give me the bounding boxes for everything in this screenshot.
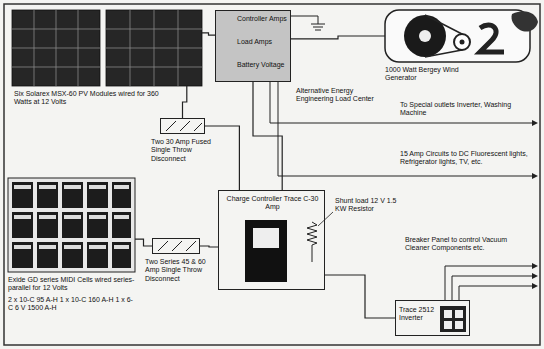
component-label: Battery Voltage <box>237 61 290 69</box>
component-label: 2 x 10-C 95 A-H 1 x 10-C 160 A-H 1 x 6-C… <box>8 296 136 313</box>
controller-panel <box>245 212 333 282</box>
wire-connector <box>183 86 187 118</box>
component-label: Alternative Energy Engineering Load Cent… <box>296 87 381 104</box>
note-label: 15 Amp Circuits to DC Fluorescent lights… <box>400 150 535 167</box>
component-label: 1000 Watt Bergey Wind Generator <box>385 66 480 83</box>
component-label: Charge Controller Trace C-30 Amp <box>223 195 322 212</box>
component-label: Controller Amps <box>237 15 290 23</box>
arrowheads <box>532 120 538 289</box>
wire-connector <box>200 246 218 247</box>
note-label: Breaker Panel to control Vacuum Cleaner … <box>405 236 525 253</box>
component-label: Two 30 Amp Fused Single Throw Disconnect <box>151 138 226 163</box>
component-box: Trace 2512 Inverter <box>395 300 470 336</box>
component-box: 1000 Watt Bergey Wind Generator <box>385 10 530 62</box>
component-box: Six Solarex MSX-60 PV Modules wired for … <box>12 10 202 86</box>
battery-bank <box>8 178 135 272</box>
component-label: Exide GD series MIDI Cells wired series-… <box>8 276 136 293</box>
component-box: Controller AmpsLoad AmpsBattery VoltageA… <box>215 10 291 82</box>
outlets <box>440 306 466 332</box>
solar-panels <box>12 10 202 86</box>
component-label: Load Amps <box>237 38 290 46</box>
ground-symbol <box>291 16 325 30</box>
wire-connector <box>202 33 215 35</box>
wire-connector <box>253 82 282 190</box>
wire-connector <box>325 275 395 318</box>
component-box: Exide GD series MIDI Cells wired series-… <box>8 178 135 272</box>
frame <box>4 4 540 345</box>
component-label: Six Solarex MSX-60 PV Modules wired for … <box>14 90 172 107</box>
wire-connector <box>205 126 239 190</box>
component-box: Two 30 Amp Fused Single Throw Disconnect <box>160 118 205 134</box>
note-label: Shunt load 12 V 1.5 KW Resistor <box>335 197 397 214</box>
component-label: Trace 2512 Inverter <box>399 306 439 323</box>
wire-connector <box>291 36 385 39</box>
component-box: Two Series 45 & 60 Amp Single Throw Disc… <box>152 238 200 254</box>
wind-turbine <box>385 10 538 62</box>
note-label: To Special outlets Inverter, Washing Mac… <box>400 101 535 118</box>
component-label: Two Series 45 & 60 Amp Single Throw Disc… <box>145 258 209 283</box>
component-box: Charge Controller Trace C-30 Amp <box>218 190 325 290</box>
wire-connector <box>135 239 152 246</box>
